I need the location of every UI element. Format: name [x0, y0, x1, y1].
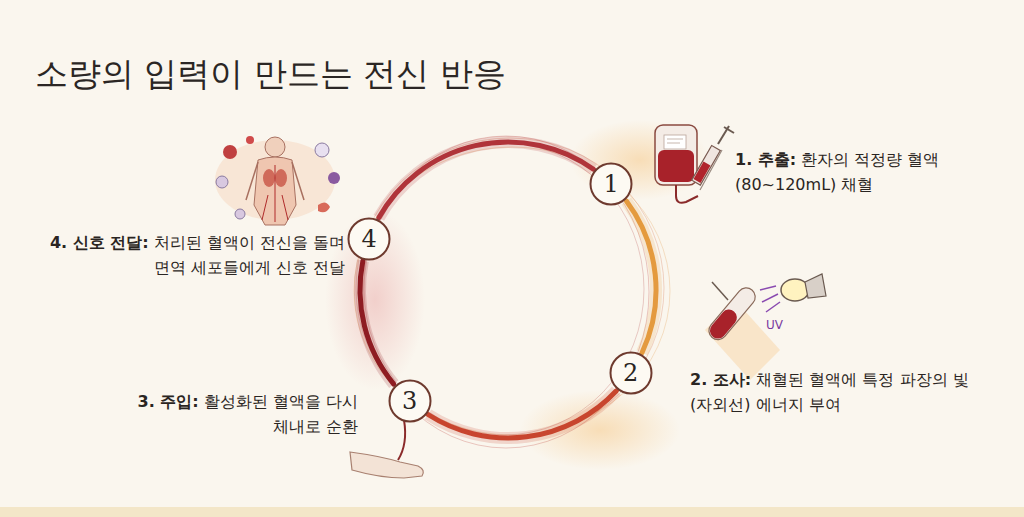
- connector-glow: [626, 201, 656, 353]
- step-heading: 1. 추출:: [735, 150, 796, 169]
- bottom-band: [0, 507, 1024, 517]
- callout-number: 4: [347, 217, 391, 261]
- step-body: 처리된 혈액이 전신을 돌며 면역 세포들에게 신호 전달: [154, 233, 345, 277]
- callout-number: 1: [589, 162, 633, 206]
- ring-arc-connector: [360, 261, 394, 384]
- step-heading: 3. 주입:: [138, 392, 199, 411]
- step-heading: 2. 조사:: [690, 370, 751, 389]
- connector-glow: [360, 261, 394, 384]
- step-body: 활성화된 혈액을 다시 체내로 순환: [204, 392, 358, 436]
- callout-number: 3: [388, 379, 432, 423]
- step-description: 1. 추출: 환자의 적정량 혈액 (80~120mL) 채혈: [735, 148, 980, 198]
- syringe-icon: [692, 126, 734, 190]
- connector-glow: [379, 142, 594, 218]
- step-description: 3. 주입: 활성화된 혈액을 다시 체내로 순환: [130, 390, 358, 440]
- blood-bag-icon: [655, 125, 698, 203]
- step-number-circle: 4: [347, 217, 391, 261]
- arm-icon: [350, 420, 423, 478]
- diagram-title: 소량의 입력이 만드는 전신 반응: [35, 52, 506, 97]
- ring-arc-connector: [626, 201, 656, 353]
- ring-arc-connector: [379, 142, 594, 218]
- body-figure: [215, 136, 340, 225]
- step-heading: 4. 신호 전달:: [50, 233, 149, 252]
- uv-label: UV: [766, 318, 783, 332]
- step-description: 2. 조사: 채혈된 혈액에 특정 파장의 빛(자외선) 에너지 부여: [690, 368, 990, 418]
- ring-arc-connector: [428, 391, 616, 438]
- wisp-lines: [354, 136, 670, 448]
- step-number-circle: 3: [388, 379, 432, 423]
- callout-number: 2: [609, 351, 653, 395]
- uv-lamp-icon: [760, 274, 826, 312]
- step-description: 4. 신호 전달: 처리된 혈액이 전신을 돌며 면역 세포들에게 신호 전달: [30, 231, 345, 281]
- connector-glow: [428, 391, 616, 438]
- step-number-circle: 1: [589, 162, 633, 206]
- step-number-circle: 2: [609, 351, 653, 395]
